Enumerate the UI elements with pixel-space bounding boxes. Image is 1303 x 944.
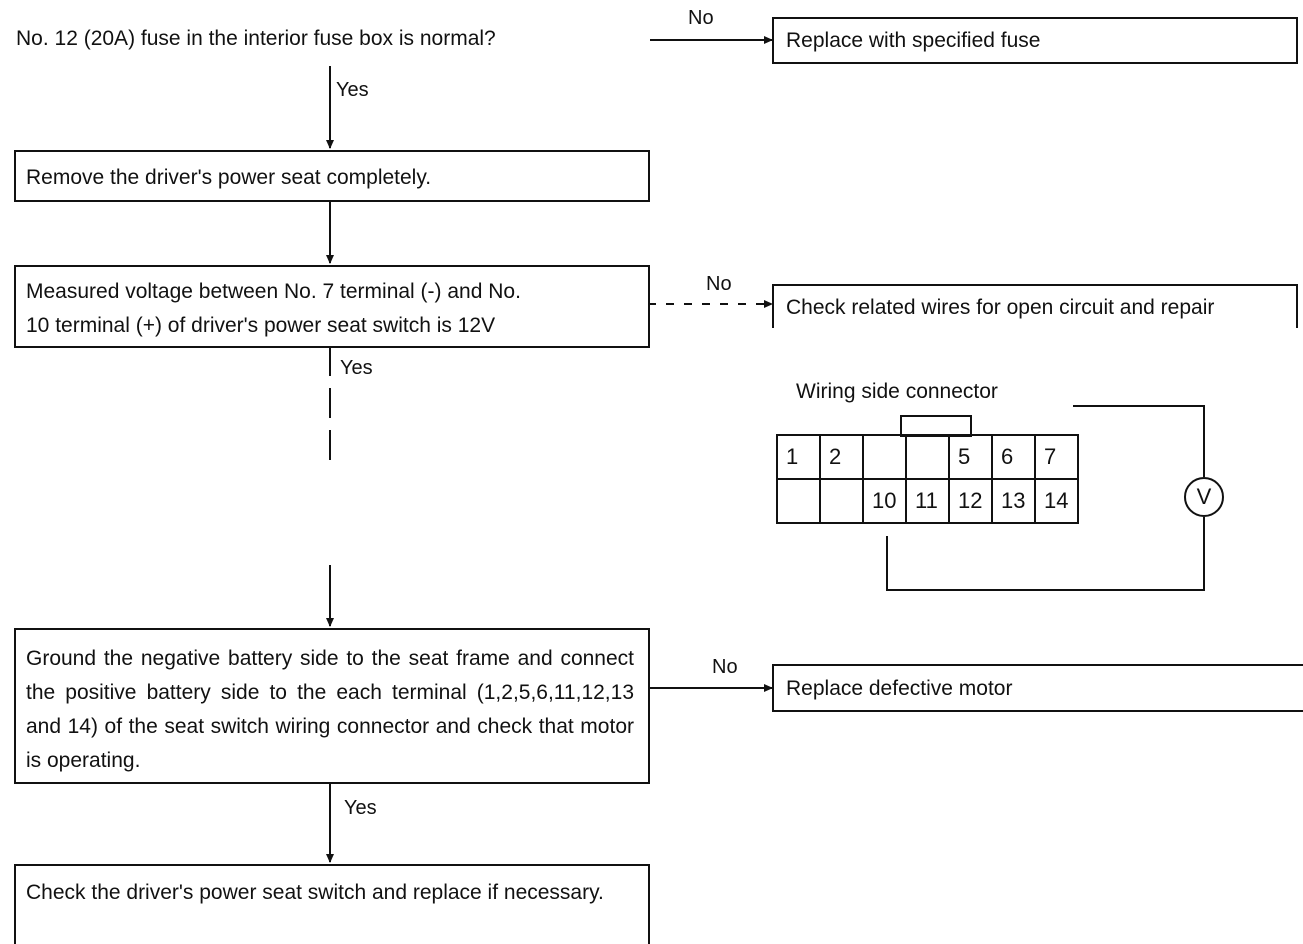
action-replace-fuse-text: Replace with specified fuse	[786, 29, 1041, 52]
pin-cell: 10	[862, 478, 907, 524]
action-replace-motor-box: Replace defective motor	[772, 664, 1303, 712]
step-ground-text: Ground the negative battery side to the …	[26, 647, 634, 772]
yes-label-3: Yes	[344, 797, 377, 819]
meter-wire-bottom	[886, 517, 1205, 591]
yes-label-1: Yes	[336, 79, 369, 101]
action-check-wires-text: Check related wires for open circuit and…	[786, 296, 1215, 319]
pin-cell: 5	[948, 434, 993, 480]
pin-cell: 6	[991, 434, 1036, 480]
no-label-2: No	[706, 273, 732, 295]
pin-cell: 2	[819, 434, 864, 480]
pin-cell	[862, 434, 907, 480]
pin-cell: 1	[776, 434, 821, 480]
step-voltage-box: Measured voltage between No. 7 terminal …	[14, 265, 650, 348]
connector-top-row: 1 2 5 6 7	[776, 434, 1079, 480]
pin-cell	[905, 434, 950, 480]
pin-cell: 7	[1034, 434, 1079, 480]
pin-cell	[819, 478, 864, 524]
step-check-switch-box: Check the driver's power seat switch and…	[14, 864, 650, 944]
pin-cell: 11	[905, 478, 950, 524]
no-label-1: No	[688, 7, 714, 29]
step-remove-box: Remove the driver's power seat completel…	[14, 150, 650, 202]
connector-pin-grid: 1 2 5 6 7 10 11 12 13 14	[776, 434, 1079, 524]
voltmeter-icon: V	[1184, 477, 1224, 517]
meter-wire-top	[1073, 405, 1205, 477]
pin-cell: 14	[1034, 478, 1079, 524]
yes-label-2: Yes	[340, 357, 373, 379]
pin-cell: 13	[991, 478, 1036, 524]
action-replace-fuse-box: Replace with specified fuse	[772, 17, 1298, 64]
step-voltage-line-2: 10 terminal (+) of driver's power seat s…	[26, 314, 496, 337]
action-replace-motor-text: Replace defective motor	[786, 677, 1013, 700]
step-fuse-box: No. 12 (20A) fuse in the interior fuse b…	[10, 14, 650, 66]
pin-cell	[776, 478, 821, 524]
step-ground-box: Ground the negative battery side to the …	[14, 628, 650, 784]
step-fuse-text: No. 12 (20A) fuse in the interior fuse b…	[16, 27, 496, 50]
connector-title: Wiring side connector	[796, 380, 998, 403]
connector-latch	[900, 415, 972, 437]
connector-bottom-row: 10 11 12 13 14	[776, 478, 1079, 524]
no-label-3: No	[712, 656, 738, 678]
action-check-wires-box: Check related wires for open circuit and…	[772, 284, 1298, 328]
pin-cell: 12	[948, 478, 993, 524]
step-voltage-line-1: Measured voltage between No. 7 terminal …	[26, 280, 521, 303]
step-remove-text: Remove the driver's power seat completel…	[26, 166, 432, 189]
step-check-switch-text: Check the driver's power seat switch and…	[26, 881, 604, 904]
